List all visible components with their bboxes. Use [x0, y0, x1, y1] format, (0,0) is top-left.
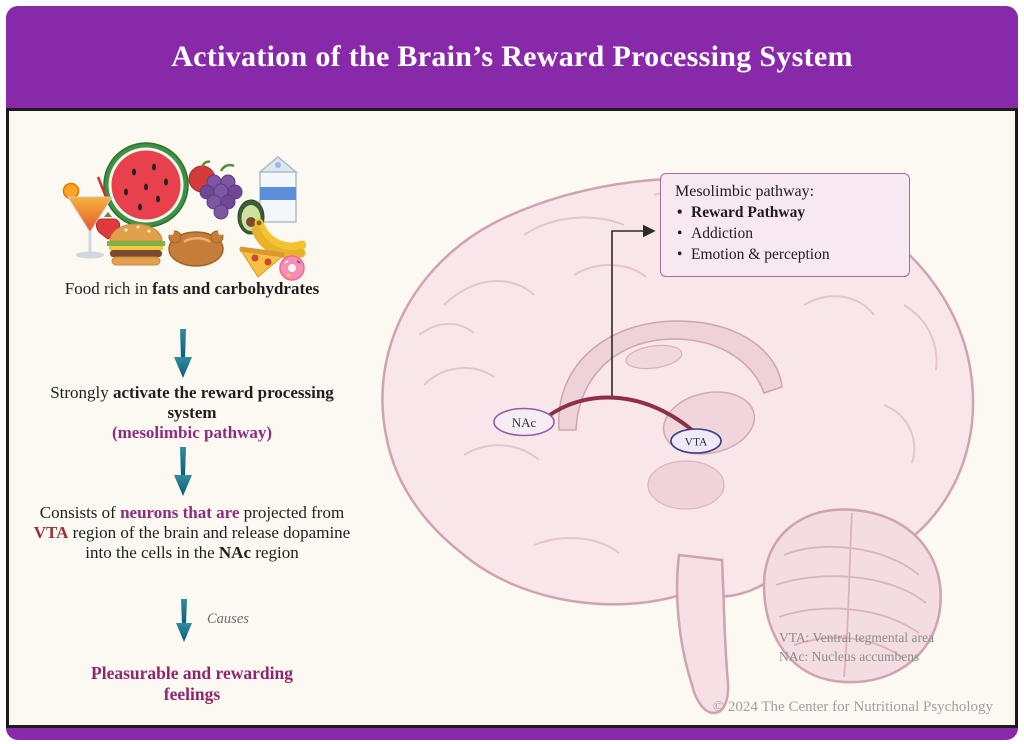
cerebrum-shape — [381, 177, 975, 606]
page-title: Activation of the Brain’s Reward Process… — [171, 40, 853, 73]
vta-highlight-text: VTA — [33, 523, 69, 543]
mesolimbic-pathway-text: (mesolimbic pathway) — [111, 423, 273, 443]
callout-connector-line — [611, 224, 656, 396]
copyright-text: © 2024 The Center for Nutritional Psycho… — [712, 699, 993, 715]
step-neurons-text: Consists of neurons that are projected f… — [22, 503, 362, 563]
down-arrow-icon — [173, 447, 193, 502]
nac-highlight-text: NAc — [218, 543, 252, 563]
donut-icon — [279, 255, 305, 281]
brain-illustration: NAc VTA — [324, 125, 1014, 717]
food-illustration — [54, 127, 307, 282]
legend-vta-line: VTA: Ventral tegmental area — [779, 630, 934, 645]
callout-title: Mesolimbic pathway: — [675, 183, 815, 200]
header-banner: Activation of the Brain’s Reward Process… — [6, 6, 1018, 108]
step2-text: Strongly — [50, 383, 113, 402]
step3-text-4: region — [251, 543, 299, 563]
callout-item-addiction: Addiction — [675, 224, 897, 245]
step1-bold-text: fats and carbohydrates — [152, 279, 320, 298]
callout-item-reward-pathway: Reward Pathway — [675, 203, 897, 224]
abbreviation-legend: VTA: Ventral tegmental area NAc: Nucleus… — [779, 629, 934, 667]
step-pleasurable-text: Pleasurable and rewarding feelings — [91, 663, 293, 704]
content-area: Food rich in fats and carbohydrates Stro… — [6, 108, 1018, 728]
nac-label: NAc — [512, 415, 537, 430]
step3-text-1: Consists of — [39, 503, 121, 522]
step2-bold-text: activate the reward processing system — [113, 383, 334, 423]
roast-chicken-icon — [168, 229, 224, 267]
callout-item-emotion: Emotion & perception — [675, 245, 897, 266]
mesolimbic-callout-box: Mesolimbic pathway: Reward Pathway Addic… — [660, 173, 910, 277]
callout-list: Reward Pathway Addiction Emotion & perce… — [675, 203, 897, 266]
pizza-icon — [238, 246, 286, 278]
burger-icon — [107, 223, 165, 266]
bananas-icon — [251, 218, 307, 259]
step-food-rich-text: Food rich in fats and carbohydrates — [52, 279, 332, 299]
brain-svg: NAc VTA — [381, 177, 975, 715]
brainstem-shape — [675, 553, 730, 715]
grapes-icon — [199, 163, 243, 220]
nac-badge: NAc — [493, 407, 555, 437]
mesolimbic-pathway-curve — [545, 395, 694, 432]
down-arrow-icon — [175, 599, 195, 648]
down-arrow-icon — [173, 329, 193, 384]
step-activate-text: Strongly activate the reward processing … — [42, 383, 342, 443]
footer-strip — [6, 728, 1018, 740]
watermelon-icon — [103, 142, 189, 228]
legend-nac-line: NAc: Nucleus accumbens — [779, 648, 920, 664]
neurons-highlight-text: neurons that are — [120, 503, 240, 522]
vta-label: VTA — [685, 437, 708, 449]
step3-text-2: projected from — [239, 503, 345, 522]
step1-text: Food rich in — [64, 279, 153, 298]
cocktail-icon — [62, 176, 113, 259]
food-illustration-svg — [62, 142, 307, 281]
vta-badge: VTA — [670, 428, 722, 454]
cerebellum-shape — [762, 508, 942, 684]
causes-label: Causes — [207, 611, 249, 627]
milk-carton-icon — [257, 156, 299, 223]
step3-text-3: region of the brain and release dopamine… — [68, 523, 351, 563]
